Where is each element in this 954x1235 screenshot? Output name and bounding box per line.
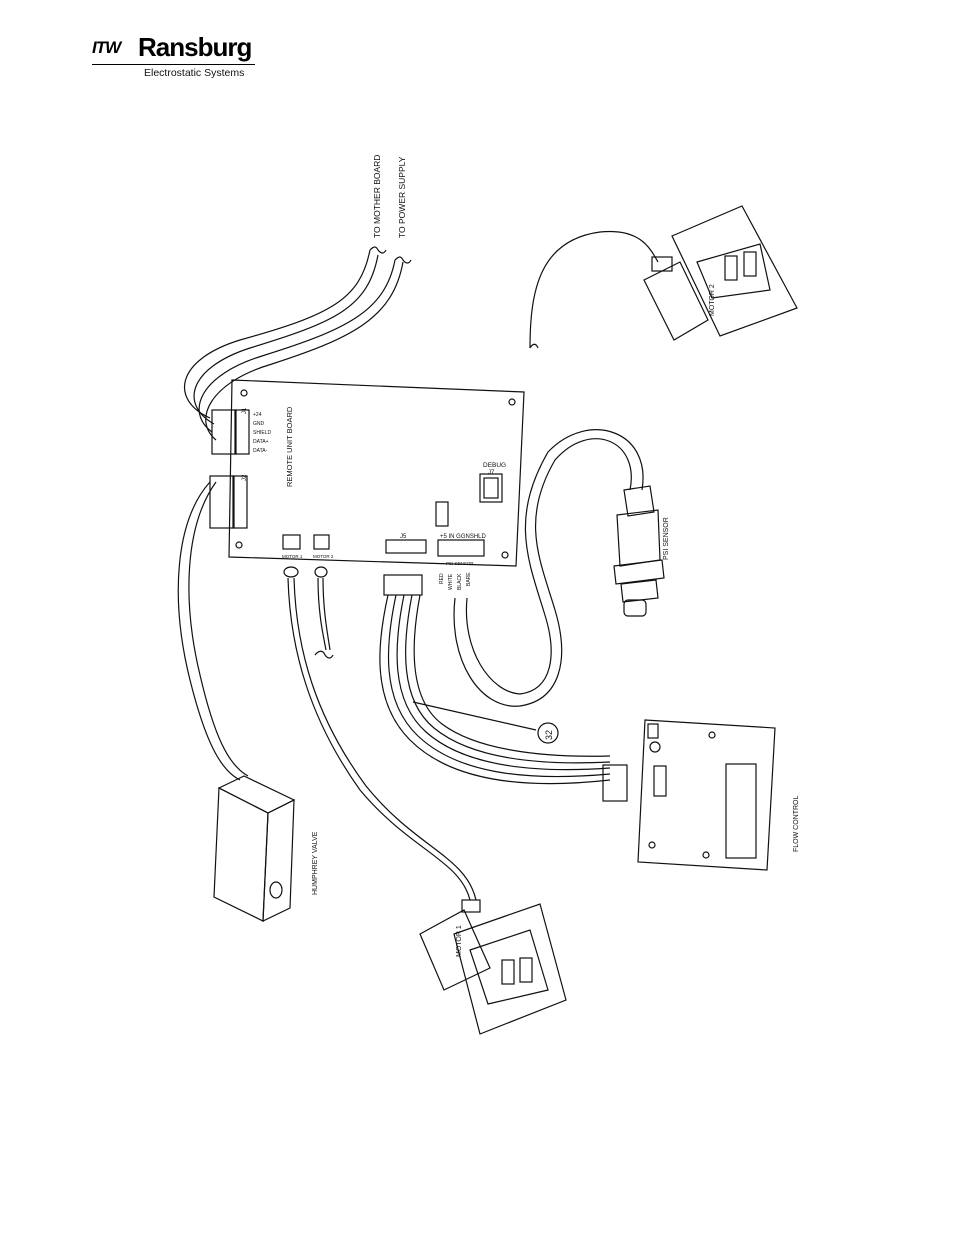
label-j2: J2: [242, 474, 248, 481]
motor-2-assembly: [530, 206, 797, 348]
humphrey-valve-cable: [178, 482, 248, 780]
label-j5: J5: [400, 534, 407, 540]
label-j1-pin-4: DATA+: [253, 439, 269, 445]
label-flow-control: FLOW CONTROL: [793, 796, 800, 852]
label-callout-32: 32: [544, 730, 554, 740]
label-j1-pin-2: GND: [253, 421, 265, 427]
psi-sensor: [614, 486, 664, 616]
label-motor-1: MOTOR 1: [456, 925, 463, 957]
label-to-power-supply: TO POWER SUPPLY: [397, 156, 407, 238]
label-wire-red: RED: [439, 573, 445, 584]
label-j1-pin-3: SHIELD: [253, 430, 271, 436]
label-j1-pin-1: +24: [253, 412, 262, 418]
label-wire-black: BLACK: [457, 573, 463, 590]
label-psi-conn-pins: +5 IN GGNSHLD: [440, 534, 487, 540]
label-humphrey-valve: HUMPHREY VALVE: [312, 831, 319, 895]
label-wire-white: WHITE: [448, 573, 454, 590]
humphrey-valve: [214, 776, 294, 921]
diagram-labels: TO MOTHER BOARD TO POWER SUPPLY REMOTE U…: [242, 155, 800, 957]
label-psi-sensor-conn: PSI SENSOR: [446, 561, 474, 566]
label-to-mother-board: TO MOTHER BOARD: [372, 155, 382, 238]
label-motor2-conn: MOTOR 2: [313, 554, 334, 559]
label-motor1-conn: MOTOR 1: [282, 554, 303, 559]
label-j1: J1: [242, 407, 248, 414]
label-wire-bare: BARE: [466, 572, 472, 586]
label-j7: J7: [488, 470, 495, 476]
label-remote-unit-board: REMOTE UNIT BOARD: [285, 406, 294, 487]
flow-control-board: [638, 720, 775, 870]
label-j1-pin-5: DATA-: [253, 448, 268, 454]
flow-control-cable: [380, 575, 627, 801]
motor-1-assembly: [420, 900, 566, 1034]
j1-cables: [185, 247, 411, 440]
label-debug: DEBUG: [483, 462, 506, 469]
label-motor-2: MOTOR 2: [709, 284, 716, 316]
label-psi-sensor: PSI SENSOR: [663, 517, 670, 560]
